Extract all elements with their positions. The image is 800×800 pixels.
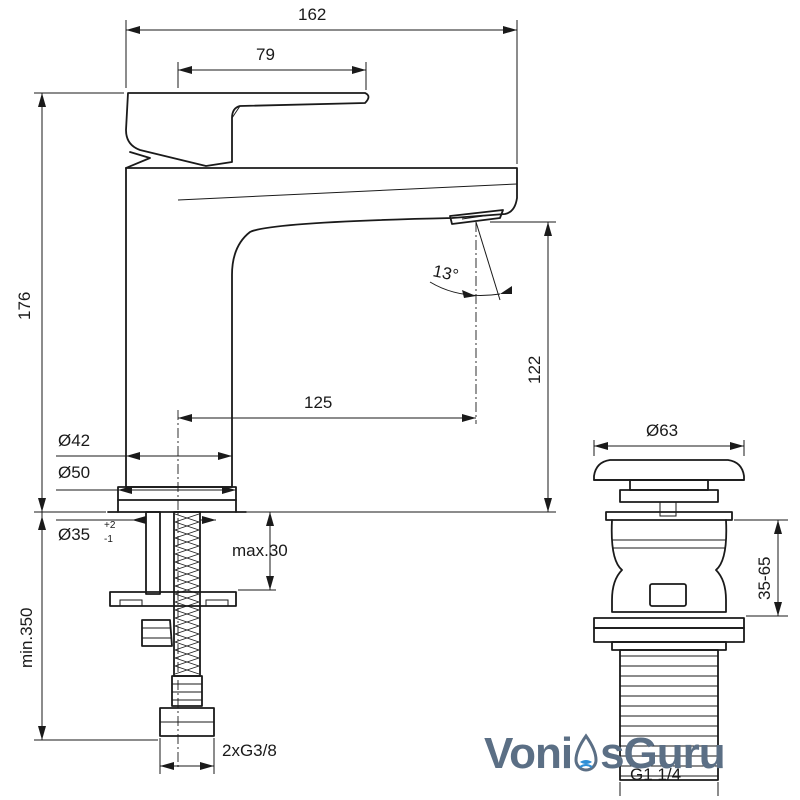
dim-122: 122 — [525, 356, 544, 384]
dim-diameter-42: Ø42 — [58, 431, 90, 450]
dim-125: 125 — [304, 393, 332, 412]
dim-connections: 2xG3/8 — [222, 741, 277, 760]
lever-handle — [125, 92, 370, 169]
watermark-text-part2: sGuru — [600, 729, 726, 778]
dim-angle: 13° — [431, 261, 460, 285]
fixing-assembly — [109, 511, 237, 647]
dim-176: 176 — [15, 292, 34, 320]
dim-tolerance-minus: -1 — [104, 534, 113, 545]
dim-79: 79 — [256, 45, 275, 64]
braided-hose — [159, 511, 215, 737]
dim-g1-1-4: G1 1/4 — [630, 765, 681, 784]
dim-diameter-50: Ø50 — [58, 463, 90, 482]
dim-tolerance-plus: +2 — [104, 520, 116, 531]
dim-range-35-65: 35-65 — [755, 557, 774, 600]
faucet-body — [125, 167, 518, 488]
watermark-logo: Voni sGuru — [484, 726, 784, 782]
watermark-text-part1: Voni — [484, 729, 573, 778]
dim-diameter-63: Ø63 — [646, 421, 678, 440]
dim-max-30: max.30 — [232, 541, 288, 560]
waste-dimension-lines — [593, 440, 788, 796]
dim-min-350: min.350 — [17, 608, 36, 668]
dim-diameter-35: Ø35 — [58, 525, 90, 544]
waste-valve — [593, 459, 745, 781]
dim-162: 162 — [298, 5, 326, 24]
dimension-lines — [34, 20, 556, 774]
water-drop-icon — [572, 732, 600, 776]
